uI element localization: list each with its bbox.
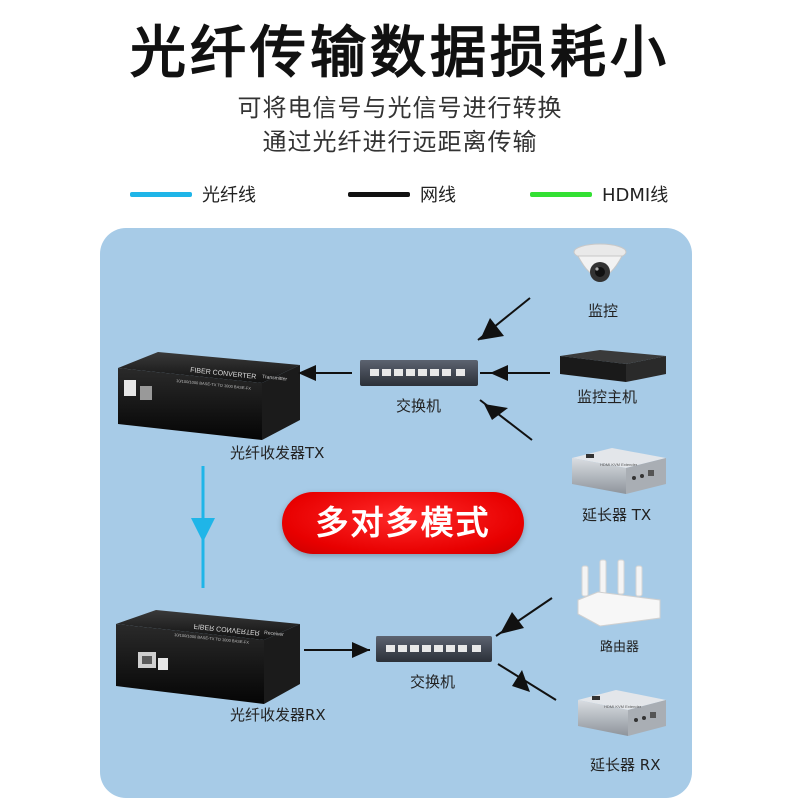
mode-badge: 多对多模式 — [282, 492, 524, 554]
device-label-nvr: 监控主机 — [577, 388, 638, 406]
legend-swatch-fiber — [130, 191, 192, 197]
page-title: 光纤传输数据损耗小 — [130, 21, 670, 86]
tx-converter-label: 光纤收发器TX — [230, 444, 325, 462]
device-label-extender-tx: 延长器 TX — [582, 506, 652, 524]
legend-swatch-ethernet — [348, 191, 410, 197]
ethernet-arrow-extender-to-switch — [479, 399, 533, 441]
switch-bottom-label: 交换机 — [410, 673, 456, 691]
device-label-camera: 监控 — [588, 302, 619, 320]
rx-device-badge: Receiver — [264, 630, 285, 638]
tx-device-badge: Transmitter — [262, 374, 288, 383]
extender-tx-text: HDMI KVM Extender — [600, 462, 638, 467]
extender-rx-text: HDMI KVM Extender — [604, 704, 642, 709]
legend-label-hdmi: HDMI线 — [602, 185, 669, 206]
router-icon — [577, 559, 661, 627]
rx-converter-label: 光纤收发器RX — [230, 706, 326, 724]
subtitle-line-1: 可将电信号与光信号进行转换 — [237, 94, 563, 122]
camera-icon — [573, 243, 627, 282]
device-label-extender-rx: 延长器 RX — [590, 756, 661, 774]
legend-item-hdmi: HDMI线 — [530, 182, 668, 206]
switch-top-device — [360, 360, 478, 386]
device-label-router: 路由器 — [600, 640, 640, 655]
fiber-link-arrow — [191, 466, 215, 588]
switch-bottom-device — [376, 636, 492, 662]
extender-tx-icon: HDMI KVM Extender — [572, 448, 666, 494]
extender-rx-icon: HDMI KVM Extender — [578, 690, 666, 736]
subtitle-line-2: 通过光纤进行远距离传输 — [262, 128, 538, 156]
ethernet-arrow-switch-to-tx — [298, 365, 352, 381]
nvr-icon — [560, 350, 666, 382]
legend-item-fiber: 光纤线 — [130, 182, 256, 206]
tx-converter-device: FIBER CONVERTER 10/100/1000 BASE-TX TO 1… — [118, 352, 300, 440]
legend-label-ethernet: 网线 — [420, 185, 456, 206]
rx-converter-device: FIBER CONVERTER 10/100/1000 BASE-TX TO 1… — [116, 610, 300, 704]
legend-item-ethernet: 网线 — [348, 182, 456, 206]
switch-top-label: 交换机 — [396, 397, 442, 415]
ethernet-arrow-nvr-to-switch — [480, 365, 550, 381]
ethernet-arrow-camera-to-switch — [477, 297, 531, 341]
ethernet-arrow-switch-to-router — [495, 597, 553, 637]
ethernet-arrow-switch-to-extender — [497, 663, 557, 701]
legend-swatch-hdmi — [530, 191, 592, 197]
ethernet-arrow-rx-to-switch — [304, 642, 370, 658]
legend-label-fiber: 光纤线 — [202, 185, 256, 206]
